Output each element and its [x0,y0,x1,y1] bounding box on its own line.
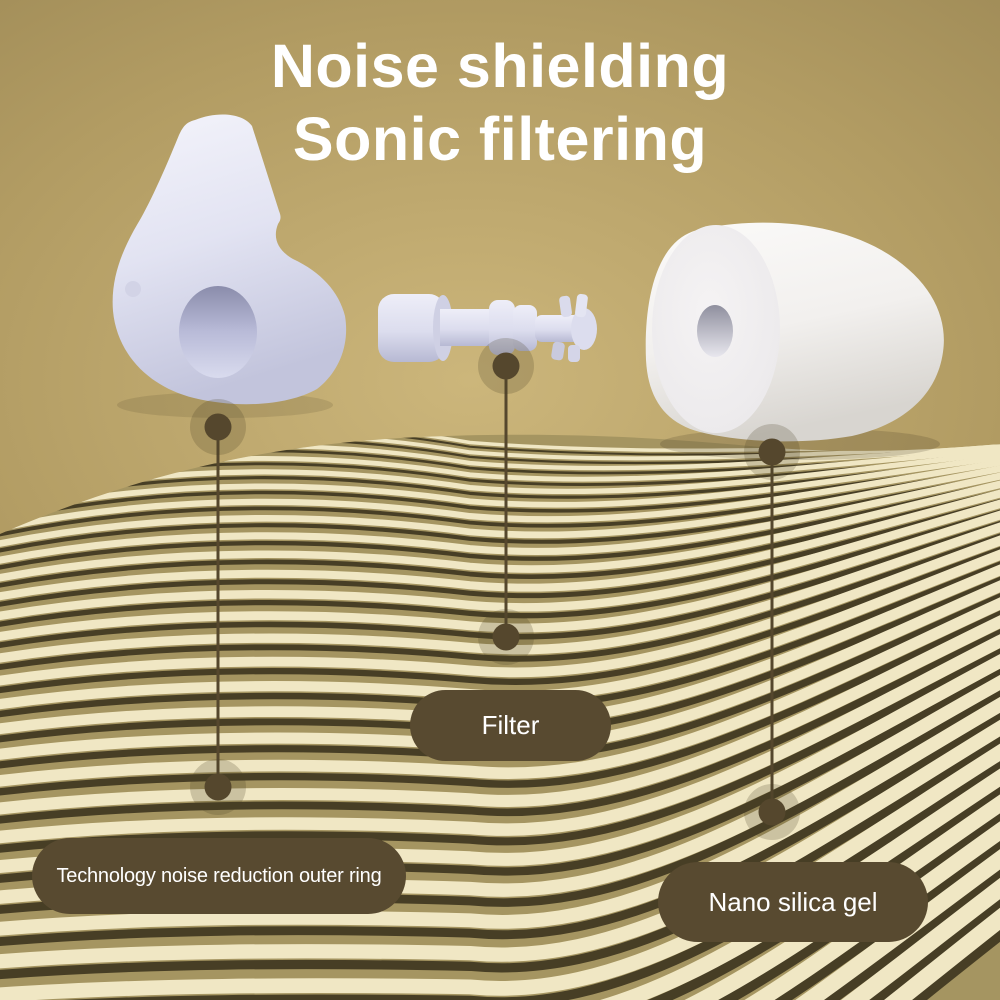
callout-nano-gel [744,424,800,840]
wave-ridge [0,496,1000,609]
callout-filter [478,338,534,665]
callout-dot [758,798,786,826]
wave-ridge [0,479,1000,572]
outer-ring-component [112,114,347,418]
wave-ridge [0,507,1000,643]
filter-collar [489,300,515,355]
label-nano-silica-gel: Nano silica gel [658,862,928,942]
wave-ridge [0,593,1000,788]
wave-ridge [0,496,1000,622]
wave-ridge [0,845,1000,1000]
outer-ring-bore-hole [179,286,257,378]
callout-dot [204,773,232,801]
filter-collar-2 [513,305,537,351]
wave-ridge [0,506,1000,629]
wave-ridge [0,460,1000,524]
filter-tip [571,308,597,350]
filter-prong [575,293,588,318]
wave-ridge [0,453,1000,519]
wave-ridge [0,478,1000,584]
wave-ridge [0,518,1000,650]
wave-ridge [0,817,1000,1000]
wave-ridge [0,606,1000,797]
headline-line-1: Noise shielding [270,32,730,100]
callout-outer-ring [190,399,246,815]
filter-prong [559,295,572,318]
filter-stem [535,315,583,342]
wave-ridge [0,731,1000,980]
wave-ridge [0,708,1000,947]
wave-ridge [0,530,1000,672]
wave-ridge [0,487,1000,602]
filter-component [378,293,597,362]
wave-ridge [0,463,1000,549]
wave-ridge [0,470,1000,566]
filter-head [378,294,445,362]
wave-ridge [0,693,1000,937]
wave-ridge [0,624,1000,825]
wave-ridge [0,739,1000,1000]
filter-prong [551,341,565,361]
callout-dot [492,623,520,651]
wave-ridge [0,611,1000,816]
wave-ridge [0,630,1000,845]
outer-ring-body [112,114,347,405]
filter-prong [568,345,580,362]
callout-dot [758,438,786,466]
wave-ridge [0,471,1000,555]
wave-ridge [0,457,1000,534]
wave-ridge [0,465,1000,539]
headline: Noise shielding Sonic filtering [0,30,1000,176]
foam-tip-component [645,222,944,460]
headline-line-2: Sonic filtering [292,105,708,173]
callouts [190,338,800,840]
wave-ridge [0,543,1000,695]
wave-ridge [0,519,1000,665]
label-outer-ring: Technology noise reduction outer ring [32,838,406,914]
callout-dot [492,352,520,380]
wave-ridge [0,487,1000,590]
callout-dot [204,413,232,441]
wave-ridge [0,532,1000,687]
foam-tip-hole [697,305,733,357]
wave-ridge [0,715,1000,970]
label-filter: Filter [410,690,611,761]
wave-ridge [0,862,1000,1000]
wave-ridge [0,834,1000,1000]
wave-ridges [0,434,1000,1000]
outer-ring-dimple [125,281,141,297]
